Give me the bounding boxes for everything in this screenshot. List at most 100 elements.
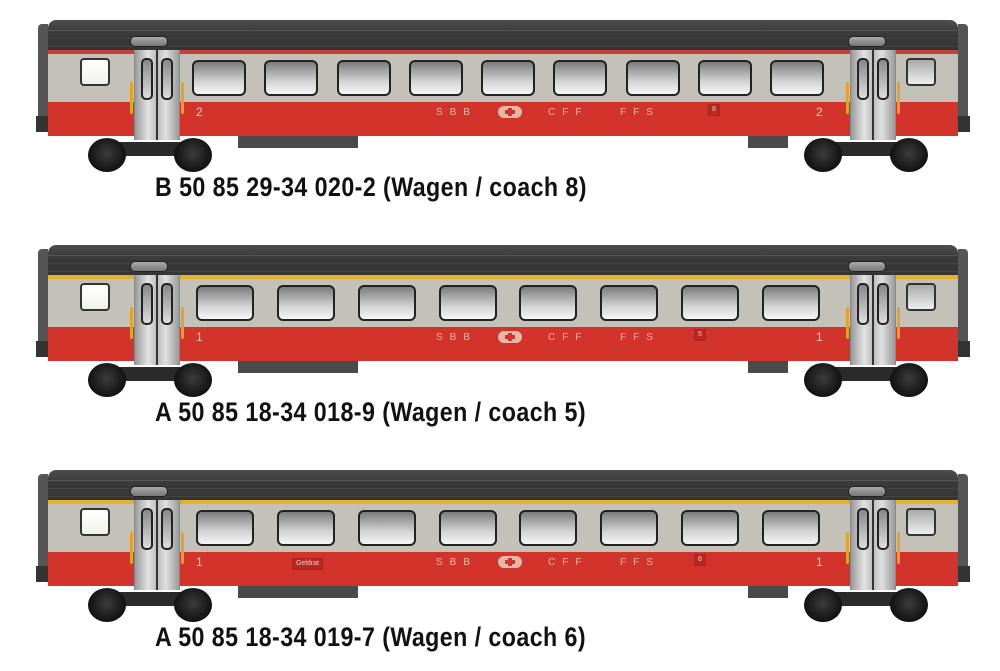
handrail bbox=[846, 307, 849, 339]
logo-ffs: FFS bbox=[620, 557, 660, 568]
logo-cff: CFF bbox=[548, 557, 589, 568]
handrail bbox=[130, 82, 133, 114]
roof-vent-right bbox=[848, 261, 886, 272]
toilet-window-right bbox=[906, 508, 936, 536]
handrail bbox=[181, 532, 184, 564]
logo-ffs: FFS bbox=[620, 332, 660, 343]
window bbox=[264, 60, 319, 96]
roof-stripe bbox=[48, 500, 958, 504]
entry-door-right bbox=[850, 500, 896, 590]
window bbox=[770, 60, 824, 96]
entry-door-right bbox=[850, 275, 896, 365]
window bbox=[336, 60, 391, 96]
underframe-equipment bbox=[238, 136, 358, 148]
coach-end-left bbox=[38, 24, 48, 132]
entry-door-left bbox=[134, 50, 180, 140]
swiss-cross-icon bbox=[498, 556, 522, 568]
coach-caption: A 50 85 18-34 019-7 (Wagen / coach 6) bbox=[155, 622, 587, 652]
window bbox=[438, 510, 497, 546]
handrail bbox=[181, 307, 184, 339]
coach-end-right bbox=[958, 24, 968, 132]
handrail bbox=[130, 532, 133, 564]
roof-stripe bbox=[48, 50, 958, 54]
coach-caption: B 50 85 29-34 020-2 (Wagen / coach 8) bbox=[155, 172, 587, 202]
logo-sbb: SBB bbox=[436, 332, 478, 343]
underframe-equipment bbox=[238, 361, 358, 373]
window bbox=[357, 285, 416, 321]
coach-body: 2 2 SBB CFF FFS 8 bbox=[36, 20, 970, 172]
window-row bbox=[196, 510, 820, 548]
entry-door-left bbox=[134, 275, 180, 365]
coach-illustration-2: 1 1 SBB CFF FFS 5 A 50 85 18-34 018-9 (W… bbox=[0, 225, 1000, 427]
class-number-right: 1 bbox=[816, 555, 823, 569]
class-number-right: 2 bbox=[816, 105, 823, 119]
coach-body: 1 1 Geldrat SBB CFF FFS 6 bbox=[36, 470, 970, 622]
window-row bbox=[192, 60, 824, 98]
underframe-equipment bbox=[748, 586, 788, 598]
roof bbox=[48, 245, 958, 279]
coach-caption: A 50 85 18-34 018-9 (Wagen / coach 5) bbox=[155, 397, 587, 427]
window bbox=[408, 60, 463, 96]
entry-door-right bbox=[850, 50, 896, 140]
swiss-cross-icon bbox=[498, 106, 522, 118]
coupler-right bbox=[958, 116, 970, 132]
handrail bbox=[897, 307, 900, 339]
coupler-left bbox=[36, 566, 48, 582]
class-number-left: 1 bbox=[196, 330, 203, 344]
logo-cff: CFF bbox=[548, 332, 589, 343]
window bbox=[519, 510, 578, 546]
window bbox=[438, 285, 497, 321]
roof-vent-left bbox=[130, 261, 168, 272]
coupler-left bbox=[36, 341, 48, 357]
window bbox=[761, 285, 820, 321]
roof-vent-left bbox=[130, 36, 168, 47]
window bbox=[681, 285, 740, 321]
underframe-equipment bbox=[238, 586, 358, 598]
window bbox=[481, 60, 535, 96]
window bbox=[196, 285, 254, 321]
roof-stripe bbox=[48, 275, 958, 279]
handrail bbox=[130, 307, 133, 339]
roof-vent-right bbox=[848, 486, 886, 497]
window bbox=[519, 285, 578, 321]
bogie-right bbox=[804, 357, 928, 397]
coach-number-plate: 8 bbox=[708, 104, 720, 116]
window bbox=[276, 510, 335, 546]
toilet-window-left bbox=[80, 58, 110, 86]
coach-number-plate: 6 bbox=[694, 554, 706, 566]
service-label: Geldrat bbox=[292, 558, 323, 570]
roof bbox=[48, 470, 958, 504]
window bbox=[192, 60, 246, 96]
coach-body: 1 1 SBB CFF FFS 5 bbox=[36, 245, 970, 397]
handrail bbox=[846, 82, 849, 114]
handrail bbox=[181, 82, 184, 114]
roof-vent-left bbox=[130, 486, 168, 497]
coupler-left bbox=[36, 116, 48, 132]
coupler-right bbox=[958, 341, 970, 357]
bogie-left bbox=[88, 357, 212, 397]
logo-cff: CFF bbox=[548, 107, 589, 118]
window-row bbox=[196, 285, 820, 323]
bogie-right bbox=[804, 132, 928, 172]
window bbox=[276, 285, 335, 321]
window bbox=[625, 60, 680, 96]
window bbox=[697, 60, 752, 96]
window bbox=[761, 510, 820, 546]
coach-illustration-1: 2 2 SBB CFF FFS 8 B 50 85 29-34 020-2 (W… bbox=[0, 0, 1000, 202]
window bbox=[196, 510, 254, 546]
coach-end-right bbox=[958, 474, 968, 582]
underframe-equipment bbox=[748, 136, 788, 148]
entry-door-left bbox=[134, 500, 180, 590]
coach-number-plate: 5 bbox=[694, 329, 706, 341]
window bbox=[600, 285, 659, 321]
coach-illustration-3: 1 1 Geldrat SBB CFF FFS 6 A 50 85 18-34 … bbox=[0, 450, 1000, 652]
toilet-window-right bbox=[906, 58, 936, 86]
bogie-left bbox=[88, 132, 212, 172]
window bbox=[553, 60, 608, 96]
window bbox=[681, 510, 740, 546]
class-number-right: 1 bbox=[816, 330, 823, 344]
coach-end-left bbox=[38, 249, 48, 357]
logo-ffs: FFS bbox=[620, 107, 660, 118]
swiss-cross-icon bbox=[498, 331, 522, 343]
handrail bbox=[846, 532, 849, 564]
